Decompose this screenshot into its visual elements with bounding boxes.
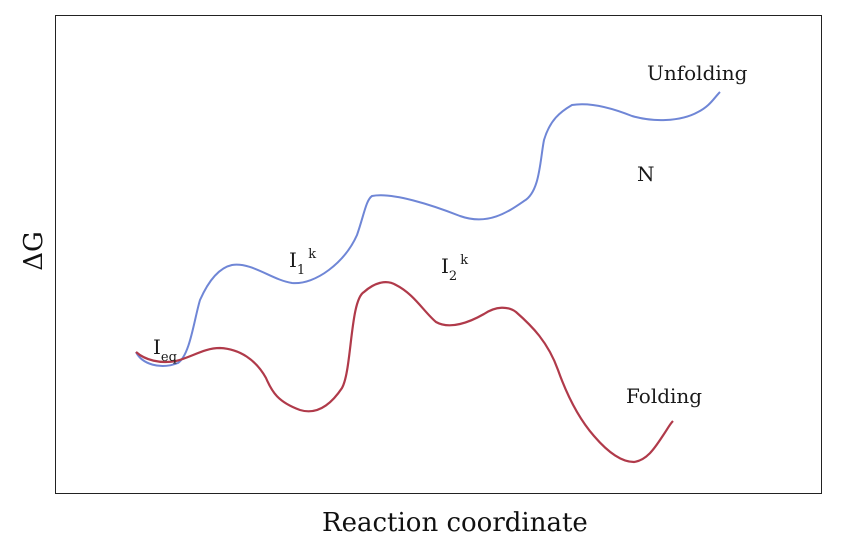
ieq-main: I [153,335,161,359]
native-state-label: N [637,162,655,186]
i1-subscript: 1 [296,263,306,278]
folding-curve [135,281,674,464]
i1-superscript: k [308,247,317,262]
i1-state-label: I1k [289,247,317,277]
x-axis-label: Reaction coordinate [322,508,588,538]
unfolding-curve [135,91,721,367]
ieq-state-label: Ieq [153,335,177,364]
i2-subscript: 2 [448,269,458,284]
i2-state-label: I2k [441,253,469,283]
y-axis-label: ΔG [19,231,49,271]
i1-main: I [289,248,297,272]
ieq-subscript: eq [160,350,177,365]
unfolding-label: Unfolding [647,61,748,85]
i2-main: I [441,254,449,278]
diagram-frame [55,15,822,494]
folding-label: Folding [626,384,703,408]
i2-superscript: k [460,253,469,268]
